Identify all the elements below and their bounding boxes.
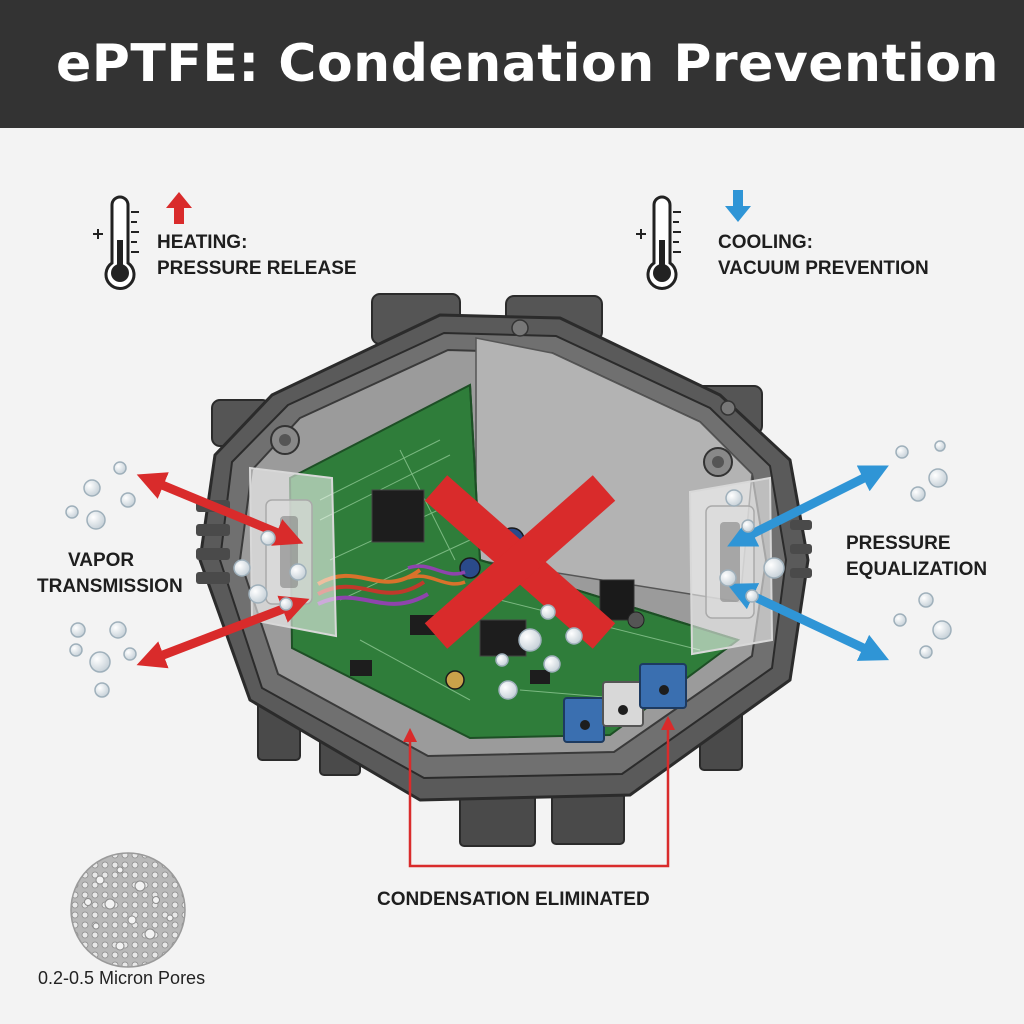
cooling-sublabel: VACUUM PREVENTION (718, 258, 929, 279)
thermometer-icon (93, 195, 139, 290)
title-bar: ePTFE: Condenation Prevention (0, 0, 1024, 128)
connector (563, 697, 605, 743)
eptfe-vent-left (248, 466, 338, 638)
condensation-callout (403, 716, 675, 868)
cooling-label: COOLING: (718, 232, 813, 253)
vapor-sublabel: TRANSMISSION (37, 576, 183, 597)
red-up-arrow-icon (166, 192, 192, 224)
chip (371, 489, 425, 543)
red-x-icon (424, 475, 616, 649)
pore-size-caption: 0.2-0.5 Micron Pores (38, 968, 206, 988)
vapor-label: VAPOR (68, 550, 135, 571)
pressure-sublabel: EQUALIZATION (846, 559, 988, 580)
thermometer-icon (636, 195, 681, 290)
enclosure-diagram (65, 190, 952, 968)
vapor-arrows (136, 472, 310, 669)
heating-label: HEATING: (157, 232, 248, 253)
pressure-arrows (726, 465, 890, 661)
condensation-label: CONDENSATION ELIMINATED (377, 889, 650, 910)
heating-sublabel: PRESSURE RELEASE (157, 258, 357, 279)
blue-down-arrow-icon (725, 190, 751, 222)
porous-membrane-icon (70, 852, 186, 968)
water-droplets (65, 440, 952, 700)
connector (602, 681, 644, 727)
page-title: ePTFE: Condenation Prevention (56, 34, 999, 94)
pressure-label: PRESSURE (846, 533, 951, 554)
